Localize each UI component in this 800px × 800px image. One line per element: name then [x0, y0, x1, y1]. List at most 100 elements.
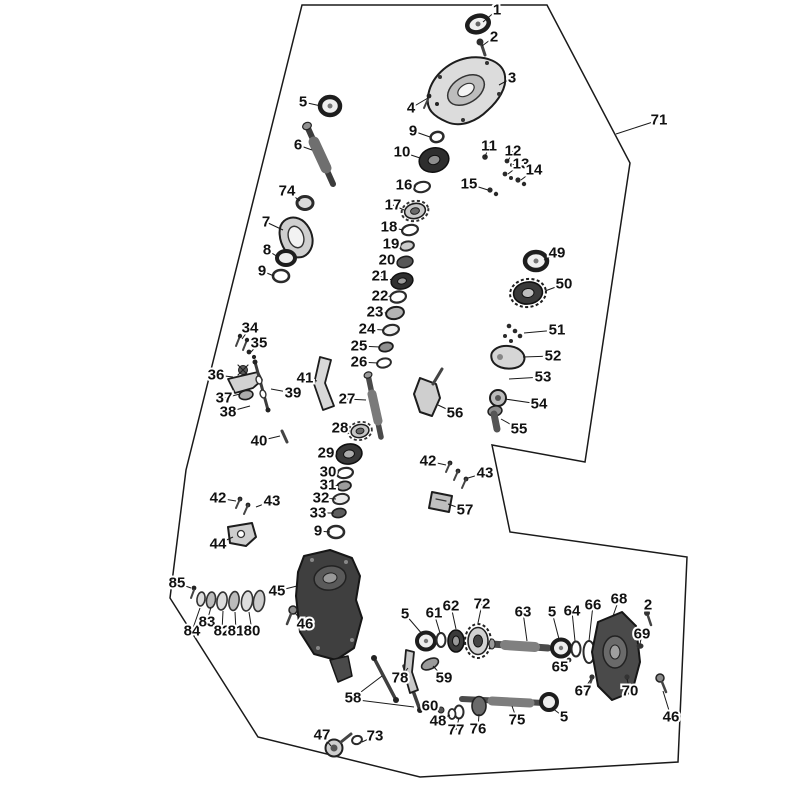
leader-line: [615, 119, 660, 135]
part-shape: [335, 466, 355, 480]
callout-label: 19: [383, 236, 400, 253]
part-shape: [500, 640, 540, 652]
part-shape: [521, 287, 535, 299]
part-shape: [326, 524, 346, 540]
callout-label: 18: [381, 219, 398, 236]
callout-label: 2: [490, 29, 498, 46]
leader-line: [215, 374, 234, 378]
callout-label: 3: [508, 70, 516, 87]
leader-line: [241, 327, 251, 340]
part-shape: [509, 339, 513, 343]
part-shape: [476, 38, 484, 46]
callout-label: 39: [285, 385, 302, 402]
part-shape: [302, 121, 312, 131]
callout-label: 63: [515, 604, 532, 621]
callout-label: 15: [461, 176, 478, 193]
part-shape: [363, 371, 373, 379]
leader-line: [176, 582, 192, 589]
leader-line: [320, 497, 337, 500]
callout-label: 38: [220, 404, 237, 421]
callout-label: 37: [216, 390, 233, 407]
part-shape: [624, 674, 630, 680]
leader-line: [404, 613, 424, 636]
callout-label: 29: [318, 445, 335, 462]
callout-label: 82: [214, 623, 231, 640]
leader-line: [302, 101, 322, 107]
part-shape: [435, 632, 447, 648]
callout-label: 68: [611, 591, 628, 608]
part-shape: [490, 344, 526, 370]
callout-label: 1: [493, 2, 501, 19]
part-shape: [339, 732, 353, 744]
part-shape: [244, 337, 250, 343]
part-shape: [378, 341, 394, 353]
part-shape: [473, 634, 483, 648]
part-shape: [636, 643, 644, 649]
leader-line: [511, 705, 518, 721]
part-shape: [410, 207, 420, 215]
leader-line: [379, 295, 392, 298]
part-shape: [609, 644, 621, 660]
callout-label: 9: [258, 263, 266, 280]
leader-line: [261, 270, 275, 277]
leader-line: [433, 612, 441, 634]
part-shape: [461, 118, 465, 122]
part-shape: [517, 333, 523, 339]
part-shape: [589, 674, 595, 680]
callout-label: 28: [332, 420, 349, 437]
leader-line: [321, 734, 332, 747]
leader-line: [374, 311, 388, 314]
callout-label: 67: [575, 683, 592, 700]
leader-line: [386, 259, 399, 263]
part-shape: [332, 492, 350, 506]
part-shape: [329, 655, 353, 683]
part-shape: [413, 180, 431, 194]
part-shape: [426, 93, 432, 99]
part-shape: [355, 427, 365, 435]
part-shape: [660, 680, 668, 694]
part-shape: [236, 529, 246, 539]
leader-line: [523, 329, 558, 334]
part-shape: [644, 610, 650, 616]
leader-line: [255, 500, 273, 508]
diagram-outline: [169, 4, 688, 778]
callout-label: 45: [269, 583, 286, 600]
callout-label: 8: [263, 242, 271, 259]
callout-label: 69: [634, 626, 651, 643]
part-shape: [428, 491, 453, 513]
part-shape: [438, 75, 442, 79]
leader-line: [520, 169, 535, 181]
part-shape: [275, 249, 297, 267]
leader-line: [612, 598, 620, 617]
part-shape: [327, 103, 333, 109]
callout-label: 61: [426, 605, 443, 622]
callout-label: 47: [314, 727, 331, 744]
part-shape: [385, 305, 405, 321]
part-shape: [435, 498, 447, 502]
part-shape: [285, 612, 293, 626]
leader-line: [265, 221, 284, 231]
part-shape: [382, 323, 400, 337]
leader-line: [432, 665, 445, 679]
callout-label: 85: [169, 575, 186, 592]
part-shape: [344, 560, 348, 564]
part-shape: [396, 255, 414, 269]
part-shape: [417, 707, 423, 713]
leader-line: [455, 717, 460, 731]
part-shape: [646, 614, 653, 627]
callout-label: 59: [436, 670, 453, 687]
leader-line: [294, 612, 306, 625]
callout-label: 34: [242, 320, 259, 337]
part-shape: [521, 181, 527, 187]
part-shape: [313, 356, 335, 411]
callout-label: 9: [314, 523, 322, 540]
leader-line: [399, 667, 409, 679]
part-shape: [539, 692, 559, 712]
part-shape: [423, 98, 429, 109]
callout-label: 73: [367, 728, 384, 745]
leader-line: [626, 678, 631, 692]
part-shape: [310, 558, 314, 562]
part-shape: [431, 367, 444, 386]
leader-line: [437, 404, 456, 414]
